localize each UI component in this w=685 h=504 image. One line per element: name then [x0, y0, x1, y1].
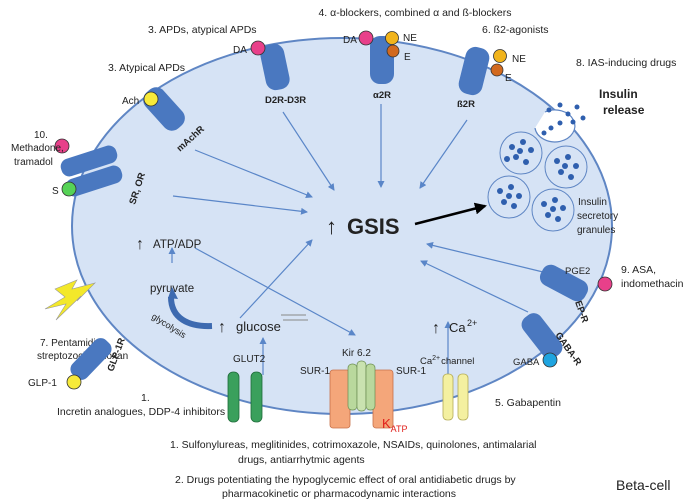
- katp-label: KATP: [382, 416, 408, 434]
- insulin-granule-1: [499, 131, 543, 175]
- ligand-label-ne-2: NE: [512, 54, 526, 65]
- signal-arrows: [168, 104, 544, 375]
- ligand-label-pge2: PGE2: [565, 266, 590, 277]
- e-ligand-1: [386, 44, 400, 58]
- insulin-granule-3: [487, 175, 531, 219]
- beta2r-receptor: NE E ß2R: [457, 46, 526, 110]
- label-pentamidine: 7. Pentamidine,: [40, 338, 110, 349]
- receptor-label-d2r: D2R-D3R: [265, 95, 306, 106]
- exocytosis-granule: [534, 102, 586, 143]
- ligand-label-s: S: [52, 186, 59, 197]
- label-2-drugs-2: pharmacokinetic or pharmacodynamic inter…: [222, 488, 456, 500]
- label-beta-cell: Beta-cell: [616, 477, 670, 493]
- label-insulin-release-2: release: [603, 103, 645, 117]
- pink-ligand-sr: [54, 138, 70, 154]
- label-insulin-release-1: Insulin: [599, 87, 638, 101]
- da-ligand-2: [358, 30, 374, 46]
- gsis-up-arrow: ↑: [326, 214, 337, 239]
- glut2-label: GLUT2: [233, 354, 266, 365]
- ligand-label-da-1: DA: [233, 45, 247, 56]
- label-apds: 3. APDs, atypical APDs: [148, 24, 257, 36]
- glut2-channel: GLUT2: [227, 354, 266, 423]
- ligand-label-ne-1: NE: [403, 33, 417, 44]
- label-b2-agonists: 6. ß2-agonists: [482, 24, 549, 36]
- receptor-label-a2r: α2R: [373, 90, 391, 101]
- glycolysis-arrowhead: [168, 287, 178, 299]
- receptor-label-b2r: ß2R: [457, 99, 475, 110]
- sur1-label-left: SUR-1: [300, 366, 330, 377]
- ligand-label-gaba: GABA: [513, 357, 540, 368]
- ligand-label-ach: Ach: [122, 96, 139, 107]
- ca-up-arrow: ↑: [432, 320, 440, 337]
- insulin-granule-4: [531, 188, 575, 232]
- ach-ligand: [143, 91, 159, 107]
- label-1-antiarrhythmic: drugs, antiarrhytmic agents: [238, 454, 365, 466]
- d2r-d3r-receptor: DA D2R-D3R: [233, 40, 306, 106]
- katp-channel: Kir 6.2 SUR-1 SUR-1 KATP: [300, 348, 426, 434]
- gsis-label: GSIS: [347, 214, 400, 239]
- calcium-channel: Ca2+channel: [420, 355, 474, 421]
- s-ligand: [61, 181, 77, 197]
- label-indomethacin: indomethacin: [621, 278, 684, 290]
- ligand-label-da-2: DA: [343, 35, 357, 46]
- label-tramadol: tramadol: [14, 157, 53, 168]
- ca-sup-label: 2+: [467, 318, 477, 328]
- inhibition-marks: [281, 314, 308, 321]
- label-atypical-apds: 3. Atypical APDs: [108, 62, 185, 74]
- label-ias-drugs: 8. IAS-inducing drugs: [576, 57, 676, 69]
- ca-channel-label: Ca2+channel: [420, 355, 474, 367]
- glycolysis-arrow: [168, 296, 213, 330]
- label-1-incretin: Incretin analogues, DDP-4 inhibitors: [57, 406, 225, 418]
- glucose-label: glucose: [236, 319, 281, 334]
- e-ligand-2: [490, 63, 504, 77]
- ne-ligand-2: [493, 49, 507, 63]
- ne-ligand-1: [385, 31, 399, 45]
- pge2-ligand: [597, 276, 613, 292]
- da-ligand-1: [250, 40, 266, 56]
- atp-up-arrow: ↑: [136, 236, 144, 253]
- gaba-ligand: [542, 352, 558, 368]
- label-alpha-blockers: 4. α-blockers, combined α and ß-blockers: [318, 7, 511, 19]
- lightning-icon: [44, 279, 96, 321]
- label-1-sulfonylureas: 1. Sulfonylureas, meglitinides, cotrimox…: [170, 439, 537, 451]
- ligand-label-e-2: E: [505, 73, 512, 84]
- ligand-label-glp1: GLP-1: [28, 378, 57, 389]
- ca-label: Ca: [449, 320, 466, 335]
- label-10: 10.: [34, 130, 48, 141]
- label-methadone: Methadone,: [11, 143, 64, 154]
- label-asa: 9. ASA,: [621, 264, 656, 276]
- label-granules-2: secretory: [577, 211, 618, 222]
- ligand-label-e-1: E: [404, 52, 411, 63]
- label-gabapentin: 5. Gabapentin: [495, 397, 561, 409]
- kir-label: Kir 6.2: [342, 348, 371, 359]
- label-1-incretin-num: 1.: [141, 392, 150, 404]
- insulin-granule-2: [544, 145, 588, 189]
- sr-or-receptor: S SR, OR: [52, 138, 148, 206]
- gsis-to-granules-arrow: [414, 202, 487, 226]
- glucose-up-arrow: ↑: [218, 319, 226, 336]
- atp-adp-label: ATP/ADP: [153, 239, 202, 251]
- label-2-drugs-1: 2. Drugs potentiating the hypoglycemic e…: [175, 474, 516, 486]
- glp1-ligand: [66, 374, 82, 390]
- alpha2r-receptor: DA NE E α2R: [343, 30, 417, 101]
- label-granules-1: Insulin: [578, 197, 607, 208]
- label-granules-3: granules: [577, 225, 615, 236]
- sur1-label-right: SUR-1: [396, 366, 426, 377]
